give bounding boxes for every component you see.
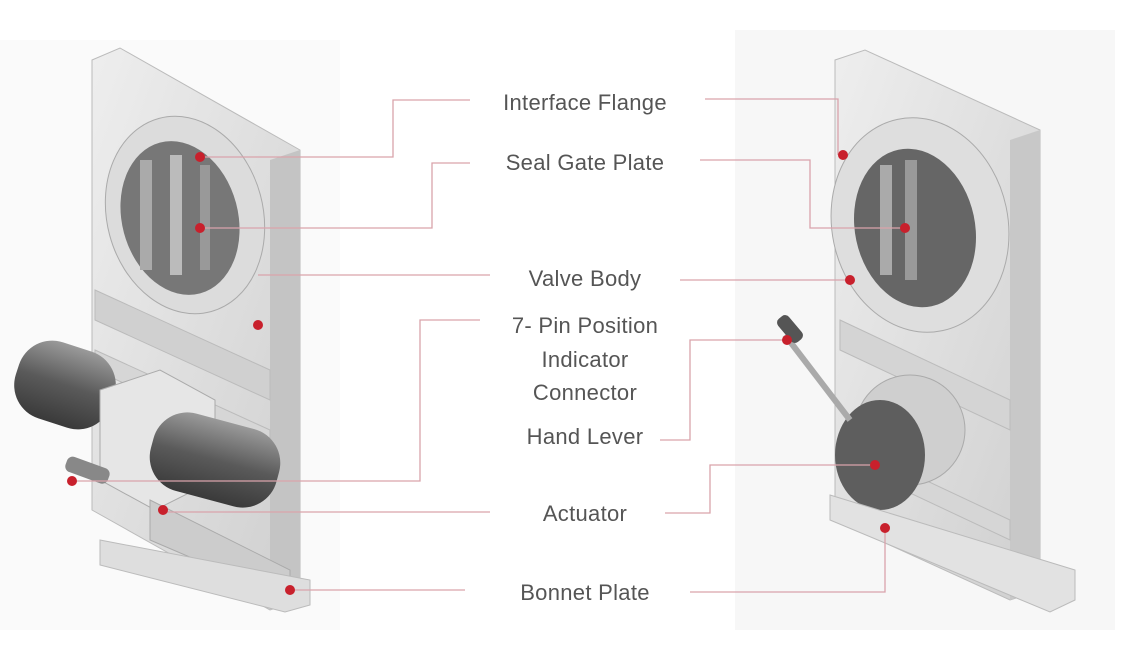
label-seal-gate-plate: Seal Gate Plate	[505, 150, 665, 175]
label-pin-connector-line3: Connector	[532, 380, 638, 405]
marker-dot	[880, 523, 890, 533]
leader-lines-right	[660, 98, 905, 593]
marker-dot	[253, 320, 263, 330]
marker-dot	[838, 150, 848, 160]
marker-dot	[285, 585, 295, 595]
marker-dot	[158, 505, 168, 515]
marker-dots	[67, 150, 910, 595]
label-bonnet-plate: Bonnet Plate	[520, 580, 650, 605]
right-gate-valve	[777, 49, 1076, 613]
label-pin-connector-line1: 7- Pin Position	[511, 313, 659, 338]
label-actuator: Actuator	[542, 501, 628, 526]
label-valve-body: Valve Body	[528, 266, 642, 291]
left-gate-valve	[14, 47, 311, 613]
marker-dot	[67, 476, 77, 486]
marker-dot	[870, 460, 880, 470]
marker-dot	[195, 223, 205, 233]
marker-dot	[900, 223, 910, 233]
leader-lines-left	[72, 99, 490, 591]
label-pin-connector-line2: Indicator	[541, 347, 629, 372]
marker-dot	[845, 275, 855, 285]
marker-dot	[195, 152, 205, 162]
label-interface-flange: Interface Flange	[503, 90, 667, 115]
label-hand-lever: Hand Lever	[526, 424, 644, 449]
marker-dot	[782, 335, 792, 345]
